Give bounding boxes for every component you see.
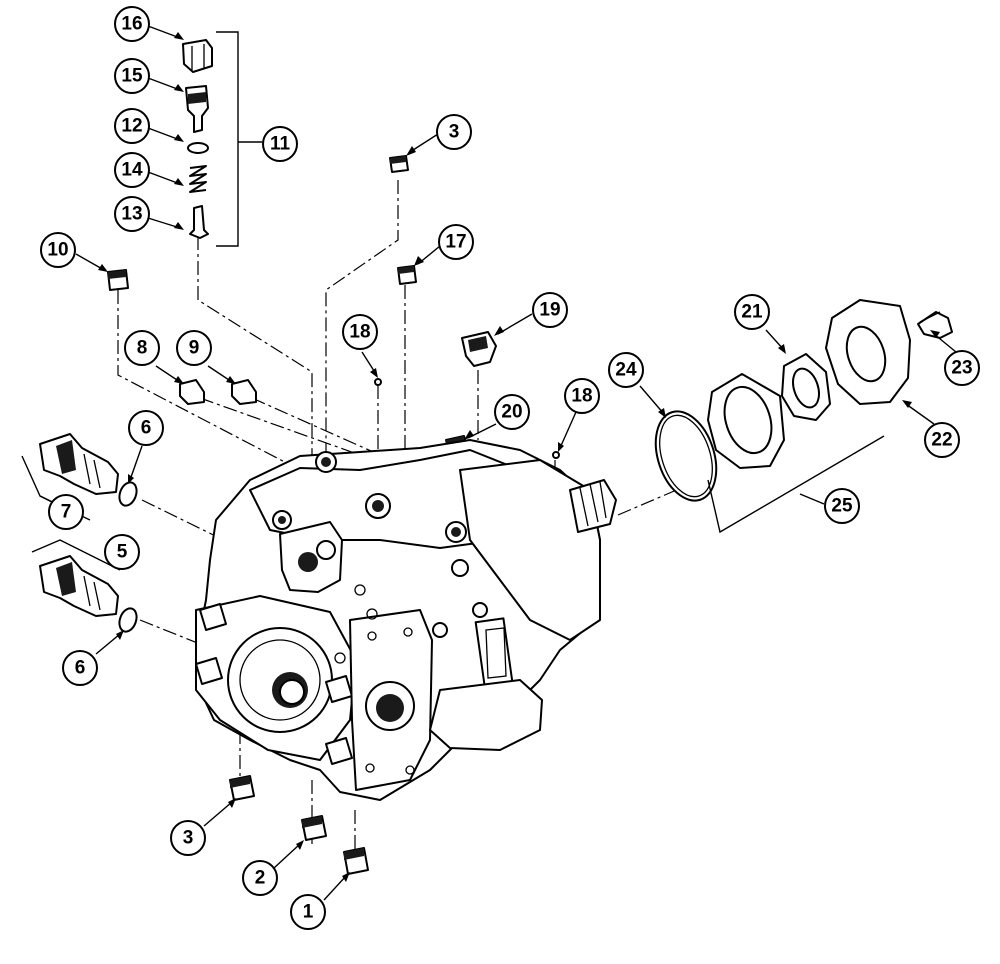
svg-text:18: 18 [349,322,370,343]
part-12-disc [187,142,209,154]
callout-7: 7 [48,494,84,530]
svg-text:1: 1 [303,902,314,923]
callout-2: 2 [242,860,278,896]
part-6-oring-bottom [118,607,138,633]
callout-23: 23 [944,350,980,386]
svg-text:3: 3 [449,122,460,143]
callout-8: 8 [124,330,160,366]
svg-text:10: 10 [47,240,68,261]
part-8-plug [179,379,205,405]
svg-text:15: 15 [121,66,143,87]
callout-20: 20 [494,394,530,430]
svg-text:13: 13 [121,204,142,225]
pump-housing [195,439,617,801]
svg-text:6: 6 [141,418,152,439]
callout-14: 14 [114,152,150,188]
callout-3-top: 3 [436,114,472,150]
svg-text:19: 19 [539,300,560,321]
part-18-fitting-right [552,451,560,459]
svg-text:14: 14 [121,160,143,181]
svg-text:12: 12 [121,116,142,137]
callout-9: 9 [176,330,212,366]
part-13-poppet [189,205,209,239]
callout-6-bottom: 6 [62,650,98,686]
svg-text:25: 25 [831,496,853,517]
callout-5: 5 [104,534,140,570]
callout-17: 17 [438,224,474,260]
callout-16: 16 [114,6,150,42]
callouts: 16 15 12 14 13 11 3 17 10 18 19 8 9 20 1… [40,6,980,930]
svg-text:23: 23 [951,358,972,379]
callout-19: 19 [532,292,568,328]
svg-text:5: 5 [117,542,128,563]
svg-text:21: 21 [741,302,763,323]
part-7-cartridge [39,433,119,495]
svg-text:8: 8 [137,338,148,359]
callout-18-left: 18 [342,314,378,350]
part-18-fitting-left [374,378,382,386]
seal-parts [654,299,953,534]
callout-21: 21 [734,294,770,330]
part-9-plug [231,379,257,405]
callout-25: 25 [824,488,860,524]
callout-10: 10 [40,232,76,268]
part-14-spring [189,165,207,193]
cartridge-valves [21,433,138,633]
svg-text:22: 22 [931,430,952,451]
svg-text:16: 16 [121,14,142,35]
callout-6-top: 6 [128,410,164,446]
svg-text:20: 20 [501,402,522,423]
callout-18-right: 18 [564,378,600,414]
relief-valve-stack [182,31,262,247]
svg-text:2: 2 [255,868,266,889]
leaders [75,25,957,901]
svg-text:24: 24 [615,360,637,381]
callout-11: 11 [262,126,298,162]
svg-text:11: 11 [270,134,291,155]
callout-15: 15 [114,58,150,94]
drive-shaft [569,479,617,533]
part-16-nut [182,39,213,73]
plugs [107,155,560,875]
svg-text:3: 3 [183,828,194,849]
callout-22: 22 [924,422,960,458]
svg-text:7: 7 [61,502,72,523]
part-5-cartridge [39,555,119,617]
svg-text:18: 18 [571,386,592,407]
callout-12: 12 [114,108,150,144]
part-24-oring [654,410,718,502]
svg-text:9: 9 [189,338,200,359]
callout-13: 13 [114,196,150,232]
svg-text:17: 17 [445,232,466,253]
callout-24: 24 [608,352,644,388]
callout-1: 1 [290,894,326,930]
callout-3-bottom: 3 [170,820,206,856]
part-6-oring-top [118,481,138,507]
svg-text:6: 6 [75,658,86,679]
